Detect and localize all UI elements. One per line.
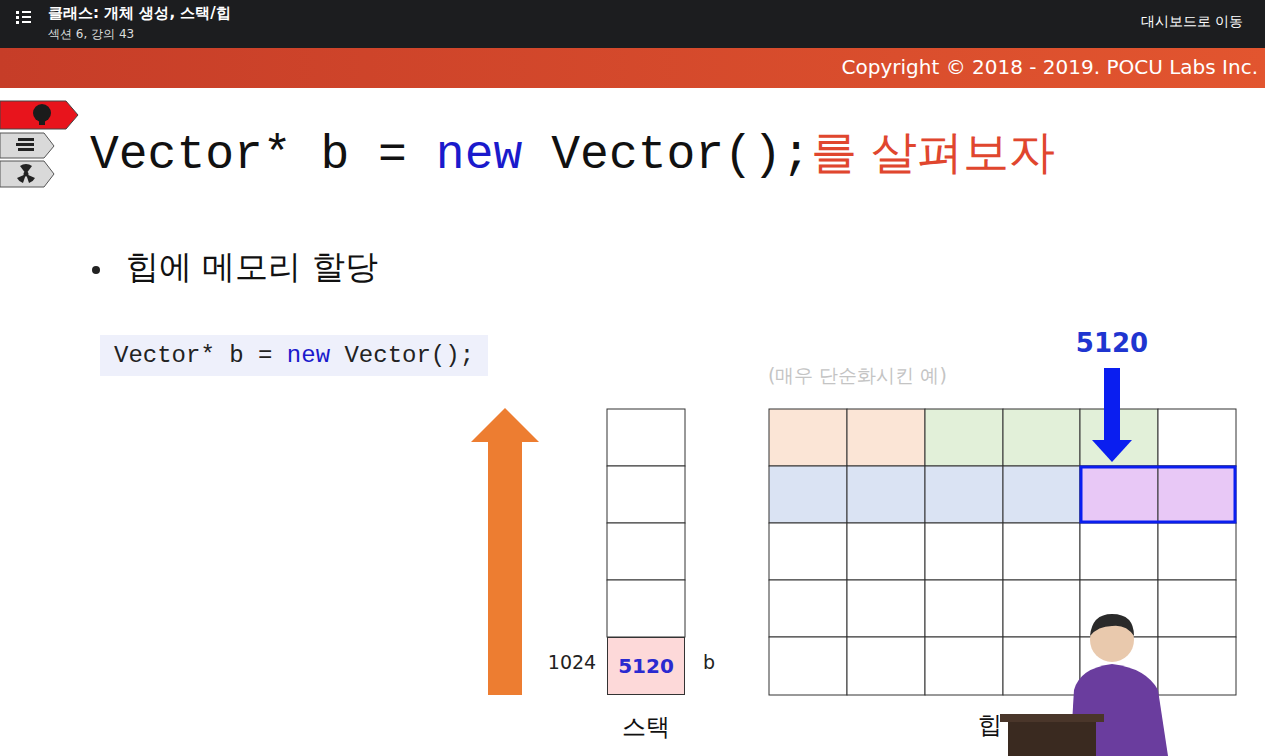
- top-bar: [0, 0, 1265, 48]
- title-part: 를 살펴보자: [811, 122, 1056, 184]
- bullet-text: 힙에 메모리 할당: [126, 248, 378, 286]
- note-text: (매우 단순화시킨 예): [768, 365, 947, 387]
- code-box: Vector* b = new Vector();: [100, 335, 488, 376]
- presenter: [1000, 614, 1168, 756]
- code-text: new: [287, 342, 330, 369]
- address-arrow: [1092, 368, 1132, 462]
- stack-cell: 5120: [607, 637, 685, 695]
- slide-title: Vector* b = new Vector();를 살펴보자: [90, 122, 1055, 184]
- heap-grid: [769, 409, 1236, 695]
- heap-caption: 힙: [978, 712, 1002, 740]
- list-icon: [16, 11, 31, 24]
- side-icons: [0, 101, 78, 187]
- lecture-title: 클래스: 개체 생성, 스택/힙: [48, 5, 231, 22]
- title-part: new: [436, 128, 522, 182]
- code-text: Vector();: [344, 342, 474, 369]
- stack-caption: 스택: [622, 714, 670, 742]
- stack-address: 1024: [548, 652, 596, 674]
- copyright-note: Copyright © 2018 - 2019. POCU Labs Inc.: [842, 56, 1258, 79]
- code-text: Vector* b =: [114, 342, 272, 369]
- title-part: Vector* b =: [90, 128, 407, 182]
- lecture-number: 섹션 6, 강의 43: [48, 28, 134, 42]
- dashboard-link: 대시보드로 이동: [1141, 13, 1243, 29]
- bullet-dot: [92, 266, 100, 274]
- stack-cells: [607, 409, 685, 637]
- allocated-block: [1081, 467, 1235, 522]
- stack-growth-arrow: [471, 408, 539, 695]
- variable-name: b: [703, 652, 715, 674]
- heap-address: 5120: [1076, 329, 1148, 359]
- title-part: Vector();: [551, 128, 810, 182]
- code-text: 5120: [618, 654, 674, 678]
- copyright-bar: [0, 48, 1265, 88]
